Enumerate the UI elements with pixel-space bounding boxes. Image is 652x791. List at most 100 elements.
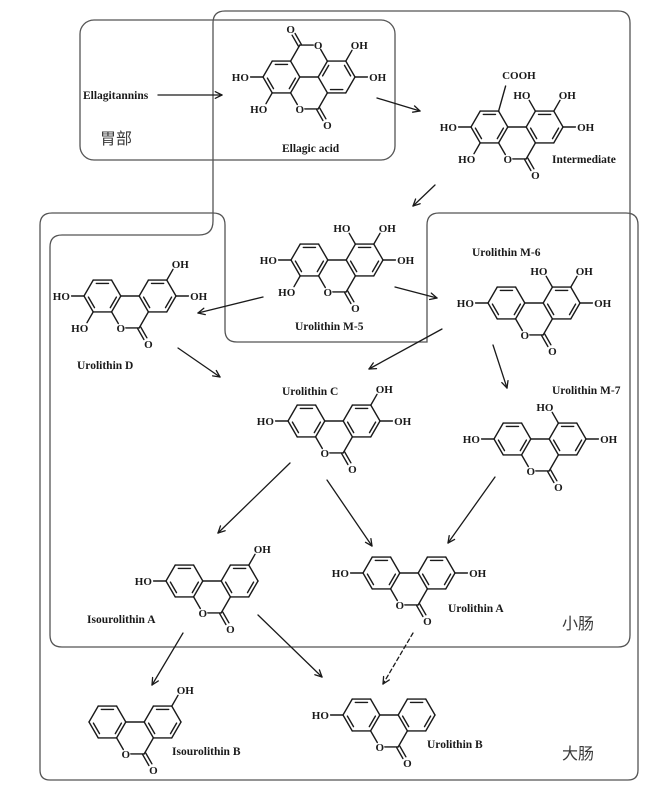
ring-bond <box>369 714 381 732</box>
ring-bond <box>345 76 356 94</box>
ring-bond <box>88 705 99 723</box>
ring-bond <box>445 572 456 590</box>
ring-oxygen-label: O <box>376 742 385 754</box>
arrow-shaft <box>197 296 264 314</box>
aromatic-double-bond-line <box>546 303 555 316</box>
ring-oxygen-label: O <box>122 749 131 761</box>
ring-bond <box>373 259 384 277</box>
aromatic-double-bond-line <box>266 77 275 90</box>
hydroxyl-bond <box>248 553 256 566</box>
aromatic-double-bond-line <box>552 439 561 452</box>
carbonyl-double-bond <box>319 107 327 120</box>
carbonyl-double-bond <box>136 328 145 341</box>
hydroxyl-bond <box>265 92 273 105</box>
hydroxyl-label: HO <box>463 434 481 446</box>
aromatic-double-bond-line <box>574 439 583 452</box>
arrow-shaft <box>368 328 443 370</box>
large-intestine-region-outline <box>39 212 639 781</box>
carboxyl-bond <box>497 85 507 112</box>
hydroxyl-bond <box>373 232 381 245</box>
ring-bond <box>289 60 301 78</box>
hydroxyl-label: HO <box>135 576 153 588</box>
lactone-bond <box>220 596 232 614</box>
carbonyl-double-bond <box>527 157 535 170</box>
carbonyl-oxygen-label: O <box>531 170 540 182</box>
arrowhead-stroke <box>217 530 226 534</box>
arrow-shaft <box>217 462 291 534</box>
hydroxyl-label: HO <box>53 291 71 303</box>
lactone-bond <box>317 92 329 110</box>
arrowhead-stroke <box>501 381 508 389</box>
carbonyl-double-bond <box>419 603 427 616</box>
arrow-urolithin-d-to-urolithin-c <box>177 347 221 378</box>
arrowhead-stroke <box>364 541 373 547</box>
carbonyl-oxygen-label: O <box>226 624 235 636</box>
arrowhead-stroke <box>370 537 373 547</box>
dashed-arrow-shaft <box>382 632 414 685</box>
arrow-shaft <box>326 479 373 547</box>
ring-oxygen-label: O <box>199 608 208 620</box>
ring-bond <box>138 295 150 313</box>
arrowhead-stroke <box>412 203 421 207</box>
aromatic-double-bond-line <box>343 64 352 77</box>
hydroxyl-label: HO <box>250 104 268 116</box>
ring-bond <box>497 110 509 128</box>
hydroxyl-label: OH <box>369 72 387 84</box>
arrowhead-stroke <box>318 669 323 678</box>
hydroxyl-label: HO <box>530 266 548 278</box>
ring-bond <box>548 438 560 456</box>
ring-bond <box>548 422 560 440</box>
ring-bond <box>262 60 273 78</box>
ring-bond <box>362 572 373 590</box>
carbonyl-oxygen-label: O <box>144 339 153 351</box>
arrow-shaft <box>394 286 438 299</box>
ring-oxygen-label: O <box>527 466 536 478</box>
compound-name-urolithin-m5: Urolithin M-5 <box>295 321 364 333</box>
small-intestine-region-label: 小肠 <box>562 614 594 633</box>
carbonyl-oxygen-label: O <box>548 346 557 358</box>
lactone-bond <box>397 730 409 748</box>
hydroxyl-label: HO <box>440 122 458 134</box>
ring-bond <box>110 295 122 313</box>
ring-oxygen-label: O <box>296 104 305 116</box>
carbonyl-double-bond <box>291 34 299 47</box>
aromatic-double-bond-line <box>346 715 355 728</box>
ring-bond <box>220 580 232 598</box>
arrowhead-stroke <box>214 91 223 96</box>
hydroxyl-label: OH <box>559 90 577 102</box>
hydroxyl-bond <box>545 275 554 288</box>
carbonyl-double-bond <box>341 453 349 466</box>
arrowhead-stroke <box>151 676 154 686</box>
ring-bond <box>192 580 204 598</box>
ring-bond <box>342 698 353 716</box>
aromatic-double-bond-line <box>169 722 178 735</box>
ring-bond <box>165 580 176 598</box>
arrowhead-stroke <box>197 307 205 314</box>
lactone-bond <box>138 311 150 329</box>
aromatic-double-bond-line <box>224 581 233 594</box>
lactone-bond <box>389 588 398 602</box>
hydroxyl-bond <box>528 99 537 112</box>
carbonyl-oxygen-label: O <box>423 616 432 628</box>
carbonyl-double-bond <box>144 752 153 765</box>
aromatic-double-bond-line <box>114 722 123 735</box>
arrow-shaft <box>177 347 221 378</box>
arrow-urolithin-m-7-to-urolithin-a <box>447 476 496 544</box>
carbonyl-double-bond <box>316 108 324 122</box>
carbonyl-double-bond <box>347 290 355 303</box>
hydroxyl-label: HO <box>71 323 89 335</box>
lactone-bond <box>192 596 202 610</box>
aromatic-double-bond-line <box>346 421 355 434</box>
hydroxyl-bond <box>473 142 481 155</box>
hydroxyl-label: OH <box>177 685 195 697</box>
large-intestine-region-label: 大肠 <box>562 744 594 763</box>
arrow-shaft <box>257 614 323 678</box>
ring-bond <box>345 259 357 277</box>
ring-bond <box>317 259 329 277</box>
arrowhead-stroke <box>430 292 438 299</box>
carbonyl-double-bond <box>344 292 352 305</box>
